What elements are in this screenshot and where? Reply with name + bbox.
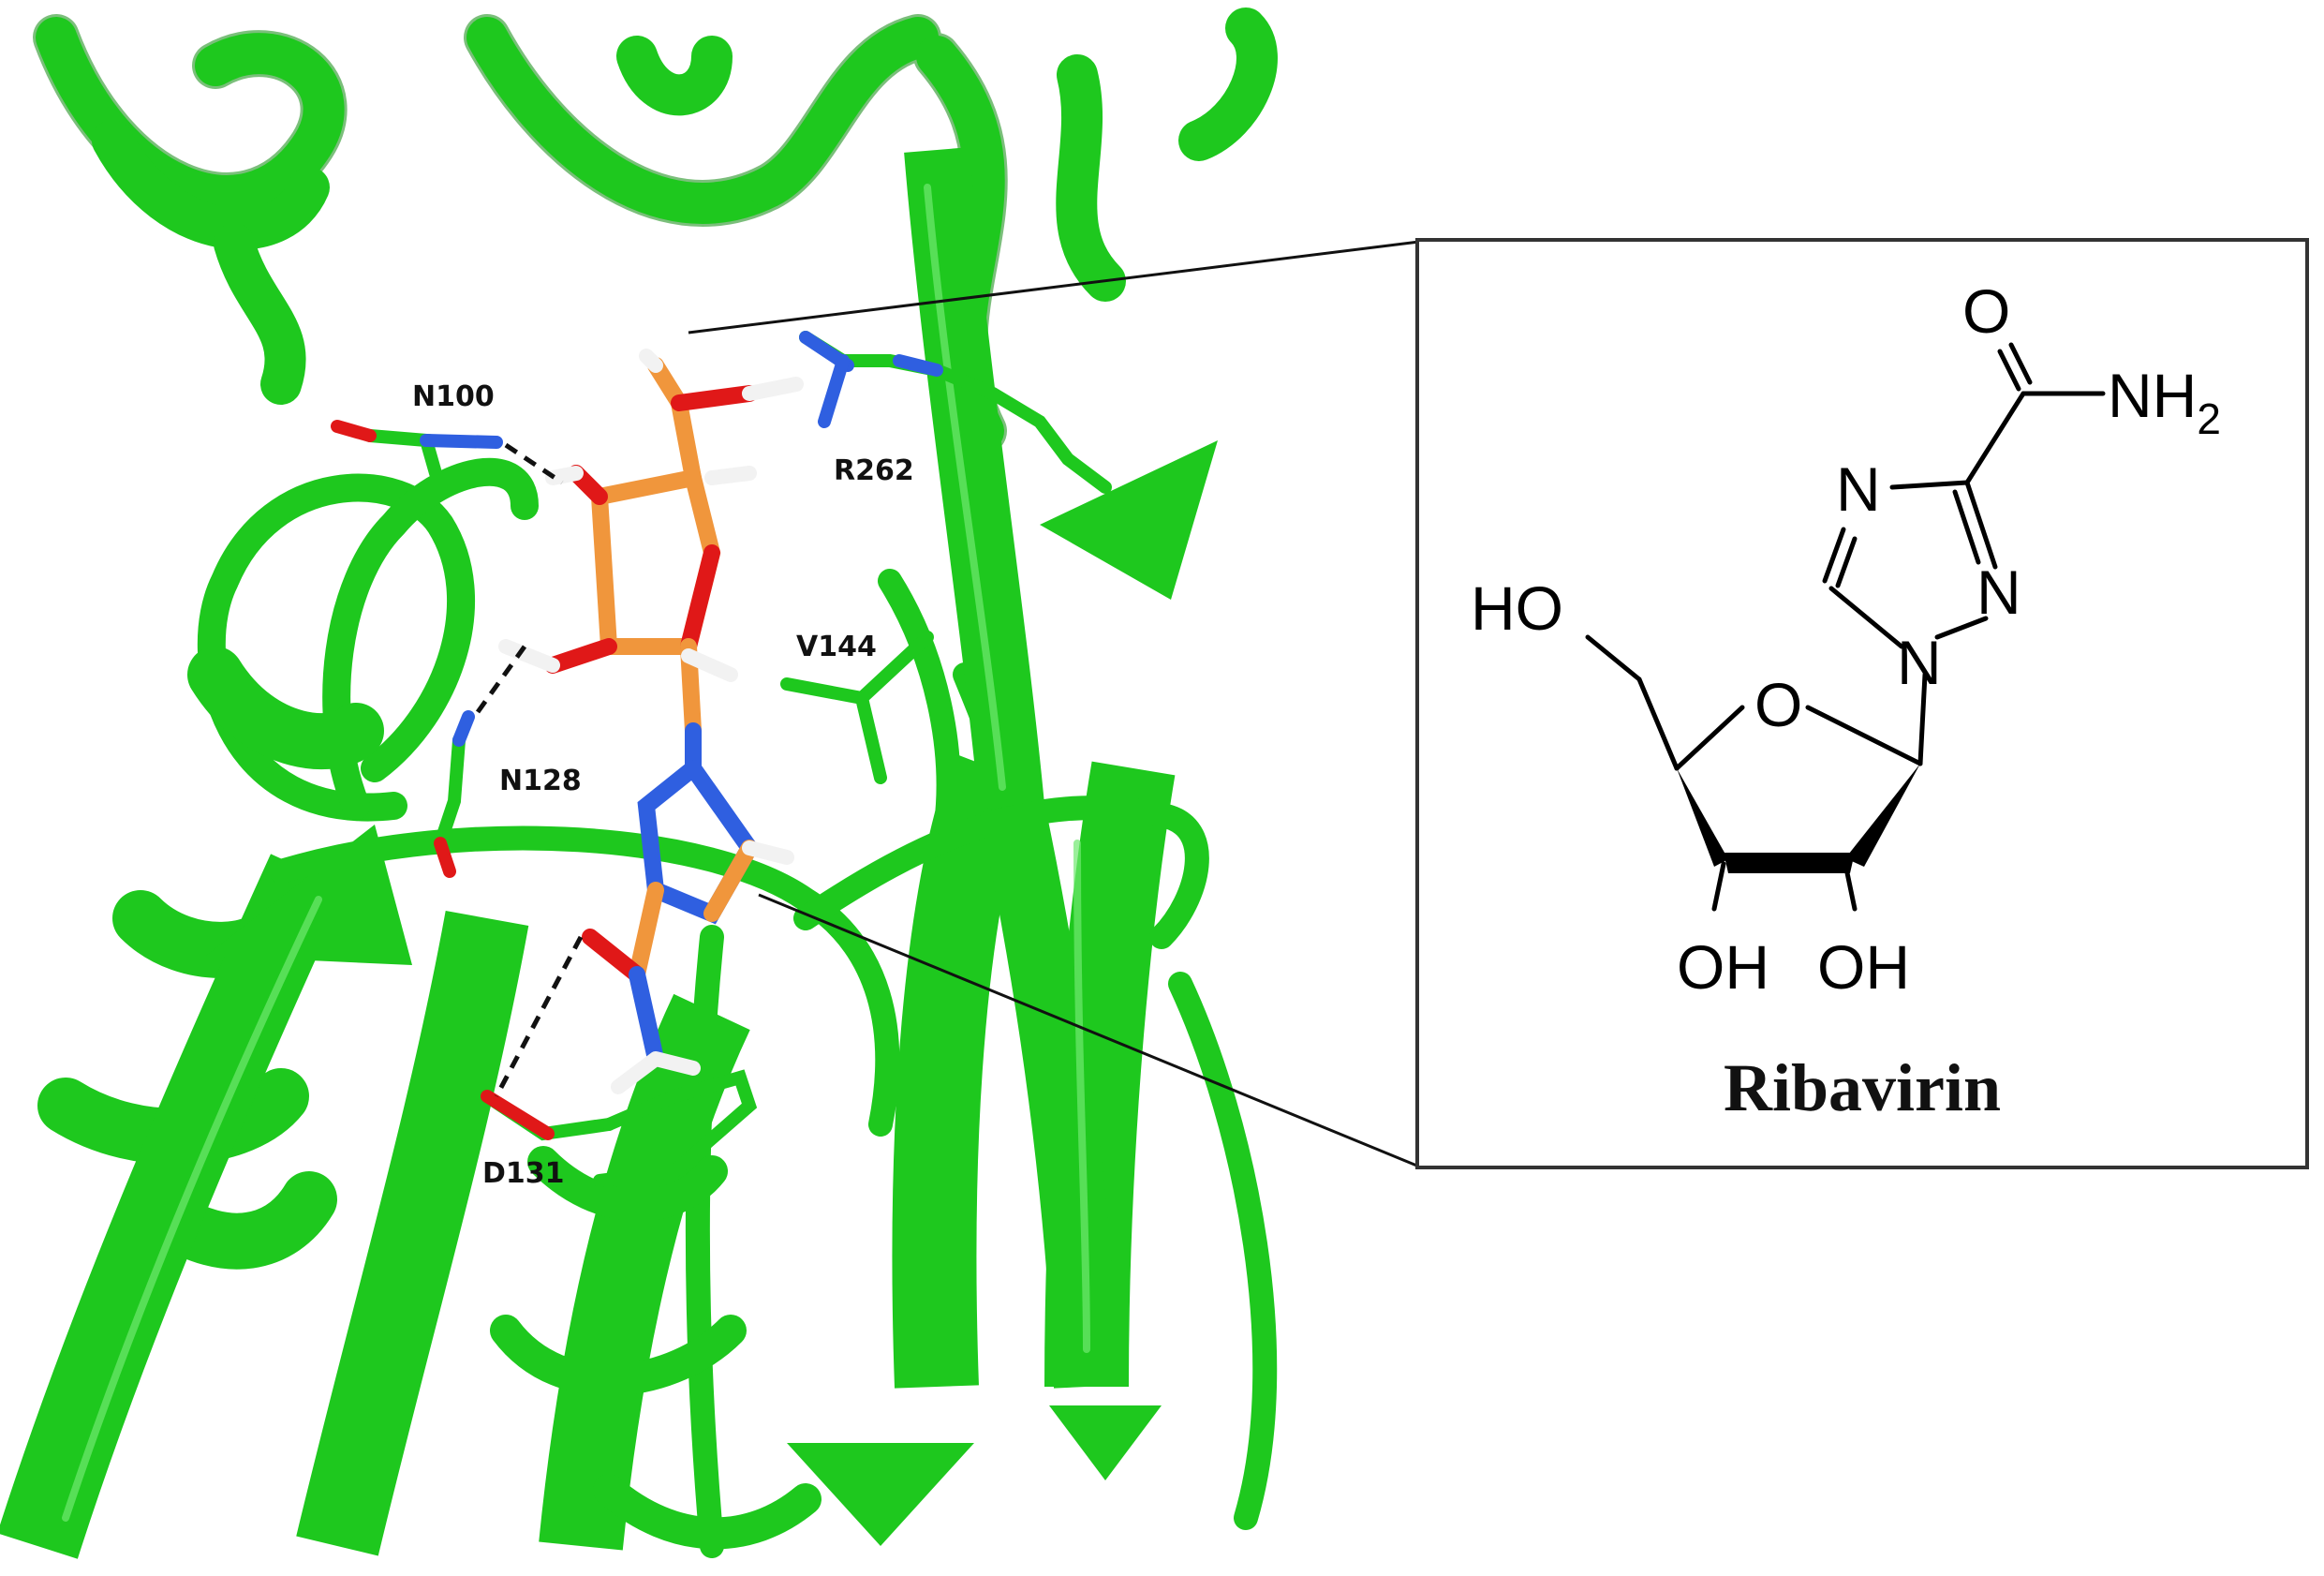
label-d131: D131 xyxy=(482,1157,565,1190)
atom-labels: O NH2 N N N HO O OH OH xyxy=(1471,276,2221,1002)
wedge-bonds xyxy=(1677,764,1920,873)
atom-oh-right: OH xyxy=(1817,932,1910,1002)
atom-ho: HO xyxy=(1471,573,1563,643)
structure-panel-frame xyxy=(1415,238,2309,1169)
atom-n-right: N xyxy=(1976,558,2021,627)
atom-n-left: N xyxy=(1836,454,1881,524)
skeletal-bonds xyxy=(1585,342,2106,912)
protein-ribbon xyxy=(0,7,1278,1559)
atom-oh-left: OH xyxy=(1677,932,1769,1002)
label-r262: R262 xyxy=(834,454,914,487)
compound-name: Ribavirin xyxy=(1724,1050,2001,1125)
label-n100: N100 xyxy=(412,380,495,413)
atom-o-ring: O xyxy=(1754,670,1802,739)
hydrogen-bonds xyxy=(475,442,584,1098)
label-n128: N128 xyxy=(499,765,582,797)
atom-nh2: NH2 xyxy=(2108,361,2221,443)
callout-lines xyxy=(688,240,1420,1168)
residue-sticks xyxy=(331,331,1112,1187)
residue-labels: N100 R262 V144 N128 D131 xyxy=(412,380,914,1190)
label-v144: V144 xyxy=(796,631,877,663)
atom-o-carbonyl: O xyxy=(1962,276,2010,346)
ligand-sticks xyxy=(498,349,804,1094)
atom-n-bottom: N xyxy=(1897,628,1942,697)
structure-panel: O NH2 N N N HO O OH OH Ribavirin xyxy=(1415,238,2309,1169)
